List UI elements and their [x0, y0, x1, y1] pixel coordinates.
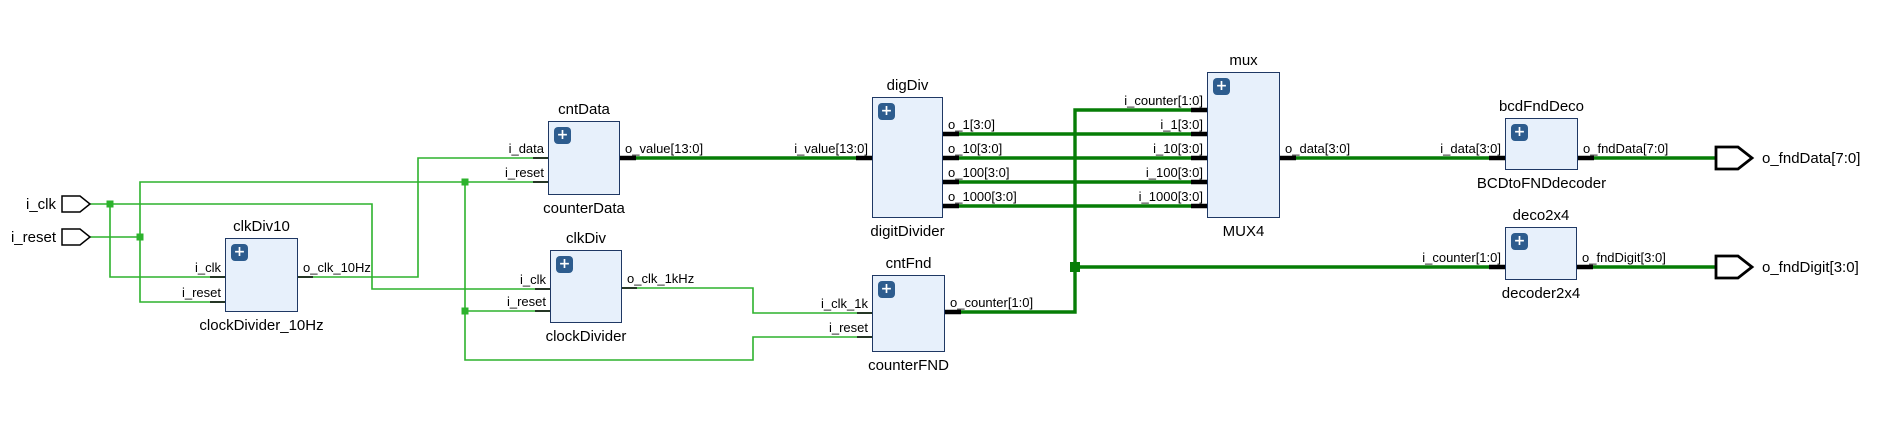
output-port-label-o_fndDigit: o_fndDigit[3:0] — [1762, 259, 1859, 276]
block-deco2x4[interactable]: + deco2x4 decoder2x4 i_counter[1:0] o_fn… — [1422, 207, 1666, 302]
net-i_reset-to-clkDiv10[interactable] — [139, 237, 225, 303]
bus-junction — [1070, 262, 1080, 272]
block-cntData-module-name: counterData — [543, 200, 625, 217]
wire-junction — [461, 178, 469, 186]
port-label: i_reset — [828, 320, 868, 335]
port-label: i_counter[1:0] — [1124, 93, 1203, 108]
net-i_clk-to-clkDiv[interactable] — [90, 203, 550, 290]
port-label: i_10[3:0] — [1153, 141, 1203, 156]
expand-plus-icon[interactable]: + — [878, 103, 895, 120]
block-bcdFndDeco-instance-name: bcdFndDeco — [1498, 98, 1585, 115]
port-label: o_fndDigit[3:0] — [1582, 250, 1666, 265]
block-cntData-body[interactable]: + — [548, 121, 620, 195]
port-label: i_clk_1k — [821, 296, 868, 311]
bus-o_counter-to-mux[interactable] — [945, 108, 1207, 314]
block-clkDiv-module-name: clockDivider — [545, 328, 627, 345]
port-label: o_1000[3:0] — [948, 189, 1017, 204]
port-label: i_1[3:0] — [1160, 117, 1203, 132]
input-port-i_clk-shape[interactable] — [61, 195, 92, 213]
block-clkDiv10[interactable]: + clkDiv10 clockDivider_10Hz i_clk i_res… — [182, 218, 371, 334]
block-cntData-instance-name: cntData — [558, 101, 610, 118]
block-clkDiv[interactable]: + clkDiv clockDivider i_clk i_reset o_cl… — [507, 230, 694, 345]
port-label: i_1000[3:0] — [1138, 189, 1203, 204]
port-label: i_clk — [519, 272, 546, 287]
block-clkDiv10-module-name: clockDivider_10Hz — [199, 317, 324, 334]
expand-plus-icon[interactable]: + — [1213, 78, 1230, 95]
port-label: o_fndData[7:0] — [1583, 141, 1669, 156]
block-bcdFndDeco-body[interactable]: + — [1505, 118, 1578, 170]
port-label: i_value[13:0] — [794, 141, 868, 156]
port-label: o_value[13:0] — [625, 141, 704, 156]
block-clkDiv10-instance-name: clkDiv10 — [233, 218, 290, 235]
port-label: o_100[3:0] — [948, 165, 1010, 180]
block-mux-instance-name: mux — [1229, 52, 1258, 69]
net-i_clk-to-clkDiv10[interactable] — [109, 204, 225, 278]
expand-plus-icon[interactable]: + — [1511, 233, 1528, 250]
wire-junction — [106, 200, 114, 208]
block-clkDiv-instance-name: clkDiv — [566, 230, 606, 247]
block-cntFnd-module-name: counterFND — [868, 357, 949, 374]
net-o_clk_1kHz[interactable] — [622, 287, 872, 314]
block-cntFnd-body[interactable]: + — [872, 275, 945, 352]
port-label: i_clk — [194, 260, 221, 275]
block-bcdFndDeco[interactable]: + bcdFndDeco BCDtoFNDdecoder i_data[3:0]… — [1440, 98, 1668, 192]
port-label: o_clk_10Hz — [303, 260, 371, 275]
block-cntData[interactable]: + cntData counterData i_data i_reset o_v… — [505, 101, 703, 217]
block-digDiv-module-name: digitDivider — [870, 223, 945, 240]
port-label: o_clk_1kHz — [627, 271, 695, 286]
block-mux[interactable]: + mux MUX4 i_counter[1:0] i_1[3:0] i_10[… — [1124, 52, 1350, 240]
port-label: i_reset — [181, 285, 221, 300]
port-label: o_1[3:0] — [948, 117, 995, 132]
block-digDiv[interactable]: + digDiv digitDivider i_value[13:0] o_1[… — [794, 77, 1016, 240]
block-deco2x4-instance-name: deco2x4 — [1512, 207, 1570, 224]
port-label: i_reset — [506, 294, 546, 309]
wire-junction — [461, 307, 469, 315]
block-cntFnd-instance-name: cntFnd — [885, 255, 932, 272]
block-bcdFndDeco-module-name: BCDtoFNDdecoder — [1476, 175, 1607, 192]
port-label: i_counter[1:0] — [1422, 250, 1501, 265]
port-label: i_100[3:0] — [1145, 165, 1203, 180]
port-label: i_reset — [504, 165, 544, 180]
expand-plus-icon[interactable]: + — [1511, 124, 1528, 141]
block-mux-module-name: MUX4 — [1222, 223, 1265, 240]
port-label: i_data — [508, 141, 544, 156]
output-port-o_fndDigit-shape[interactable] — [1714, 254, 1755, 280]
expand-plus-icon[interactable]: + — [554, 127, 571, 144]
block-cntFnd[interactable]: + cntFnd counterFND i_clk_1k i_reset o_c… — [821, 255, 1033, 374]
port-label: o_10[3:0] — [948, 141, 1003, 156]
block-deco2x4-body[interactable]: + — [1505, 227, 1577, 280]
net-i_reset-to-cntData[interactable] — [139, 181, 548, 237]
wire-junction — [136, 233, 144, 241]
block-clkDiv-body[interactable]: + — [550, 250, 622, 323]
block-deco2x4-module-name: decoder2x4 — [1501, 285, 1581, 302]
block-digDiv-instance-name: digDiv — [886, 77, 929, 94]
output-port-label-o_fndData: o_fndData[7:0] — [1762, 150, 1861, 167]
input-port-i_reset-shape[interactable] — [61, 228, 92, 246]
input-port-label-i_reset: i_reset — [10, 229, 56, 246]
block-mux-body[interactable]: + — [1207, 72, 1280, 218]
block-digDiv-body[interactable]: + — [872, 97, 943, 218]
expand-plus-icon[interactable]: + — [878, 281, 895, 298]
port-label: o_data[3:0] — [1285, 141, 1351, 156]
port-label: i_data[3:0] — [1440, 141, 1501, 156]
expand-plus-icon[interactable]: + — [556, 256, 573, 273]
block-clkDiv10-body[interactable]: + — [225, 238, 298, 312]
output-port-o_fndData-shape[interactable] — [1714, 145, 1755, 171]
expand-plus-icon[interactable]: + — [231, 244, 248, 261]
net-o_clk_10Hz[interactable] — [298, 157, 548, 278]
port-label: o_counter[1:0] — [950, 295, 1034, 310]
input-port-label-i_clk: i_clk — [25, 196, 56, 213]
net-i_reset-to-cntFnd[interactable] — [464, 182, 872, 361]
